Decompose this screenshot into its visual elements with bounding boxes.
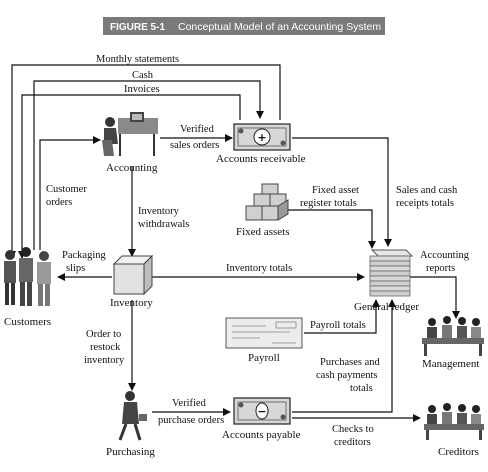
customers-label: Customers (4, 316, 51, 328)
customer-orders-line (39, 136, 101, 250)
checks-to-creditors-label-1: Checks to (332, 424, 374, 435)
invoices-line (18, 94, 241, 259)
general-ledger-node: General ledger (354, 249, 419, 313)
verified-sales-orders-label-2: sales orders (170, 140, 219, 151)
figure-header: FIGURE 5-1 Conceptual Model of an Accoun… (103, 17, 385, 35)
creditors-icon (424, 403, 484, 440)
customer-orders-label-2: orders (46, 197, 72, 208)
verified-purchase-orders-label-1: Verified (172, 398, 207, 409)
purchaser-icon (118, 391, 147, 441)
monthly-statements-line (8, 64, 281, 259)
general-ledger-label: General ledger (354, 301, 419, 313)
purchases-totals-label-3: totals (350, 383, 373, 394)
accounting-reports-line (410, 276, 460, 319)
payroll-label: Payroll (248, 352, 280, 364)
accounts-payable-label: Accounts payable (222, 429, 301, 441)
cash-label: Cash (132, 70, 154, 81)
inventory-node: Inventory (110, 254, 154, 309)
payroll-node: Payroll (225, 317, 303, 364)
payroll-totals-line (304, 299, 380, 334)
management-node: Management (422, 316, 484, 370)
accounts-payable-node: − Accounts payable (222, 397, 301, 441)
verified-purchase-orders-label-2: purchase orders (158, 415, 224, 426)
sales-receipts-label-1: Sales and cash (396, 185, 458, 196)
figure-header-bar (103, 17, 385, 35)
fixed-assets-node: Fixed assets (236, 183, 289, 238)
customer-orders-label-1: Customer (46, 184, 87, 195)
order-restock-label-2: restock (90, 342, 121, 353)
inventory-label: Inventory (110, 297, 153, 309)
plus-icon: + (257, 131, 266, 144)
monthly-statements-label: Monthly statements (96, 54, 179, 65)
blocks-icon (245, 183, 289, 221)
order-restock-label-3: inventory (84, 355, 125, 366)
invoices-label: Invoices (124, 84, 160, 95)
check-icon (225, 317, 303, 349)
meeting-icon (422, 316, 484, 356)
box-icon (112, 254, 154, 296)
accounts-receivable-label: Accounts receivable (216, 153, 306, 165)
accounting-reports-label-2: reports (426, 263, 455, 274)
bill-minus-icon (233, 397, 291, 425)
creditors-node: Creditors (424, 403, 484, 458)
inventory-withdrawals-label-2: withdrawals (138, 219, 189, 230)
management-label: Management (422, 358, 479, 370)
bill-plus-icon (233, 123, 291, 151)
checks-to-creditors-label-2: creditors (334, 437, 371, 448)
purchases-totals-label-2: cash payments (316, 370, 378, 381)
customers-node: Customers (4, 247, 51, 328)
fixed-asset-totals-label-2: register totals (300, 198, 357, 209)
accounting-node: Accounting (102, 112, 158, 174)
fixed-asset-totals-line (288, 209, 376, 249)
creditors-label: Creditors (438, 446, 479, 458)
ledger-stack-icon (369, 249, 414, 297)
purchasing-node: Purchasing (106, 391, 155, 458)
inventory-withdrawals-label-1: Inventory (138, 206, 180, 217)
fixed-asset-totals-label-1: Fixed asset (312, 185, 359, 196)
minus-icon: − (257, 405, 266, 418)
fixed-assets-label: Fixed assets (236, 226, 289, 238)
purchasing-label: Purchasing (106, 446, 155, 458)
accounts-receivable-node: + Accounts receivable (216, 123, 306, 165)
figure-tag: FIGURE 5-1 (110, 22, 165, 33)
accounting-label: Accounting (106, 162, 158, 174)
figure-title: Conceptual Model of an Accounting System (178, 21, 381, 33)
inventory-totals-label: Inventory totals (226, 263, 292, 274)
customers-icon (4, 247, 51, 306)
accountant-icon (102, 112, 158, 156)
order-restock-label-1: Order to (86, 329, 121, 340)
cash-line (33, 80, 264, 250)
packaging-slips-label-1: Packaging (62, 250, 106, 261)
payroll-totals-label: Payroll totals (310, 320, 366, 331)
accounting-reports-label-1: Accounting (420, 250, 470, 261)
purchases-totals-label-1: Purchases and (320, 357, 381, 368)
packaging-slips-label-2: slips (66, 263, 85, 274)
verified-sales-orders-label-1: Verified (180, 124, 215, 135)
purchases-totals-line (292, 299, 396, 413)
sales-receipts-label-2: receipts totals (396, 198, 454, 209)
sales-receipts-line (292, 137, 392, 247)
